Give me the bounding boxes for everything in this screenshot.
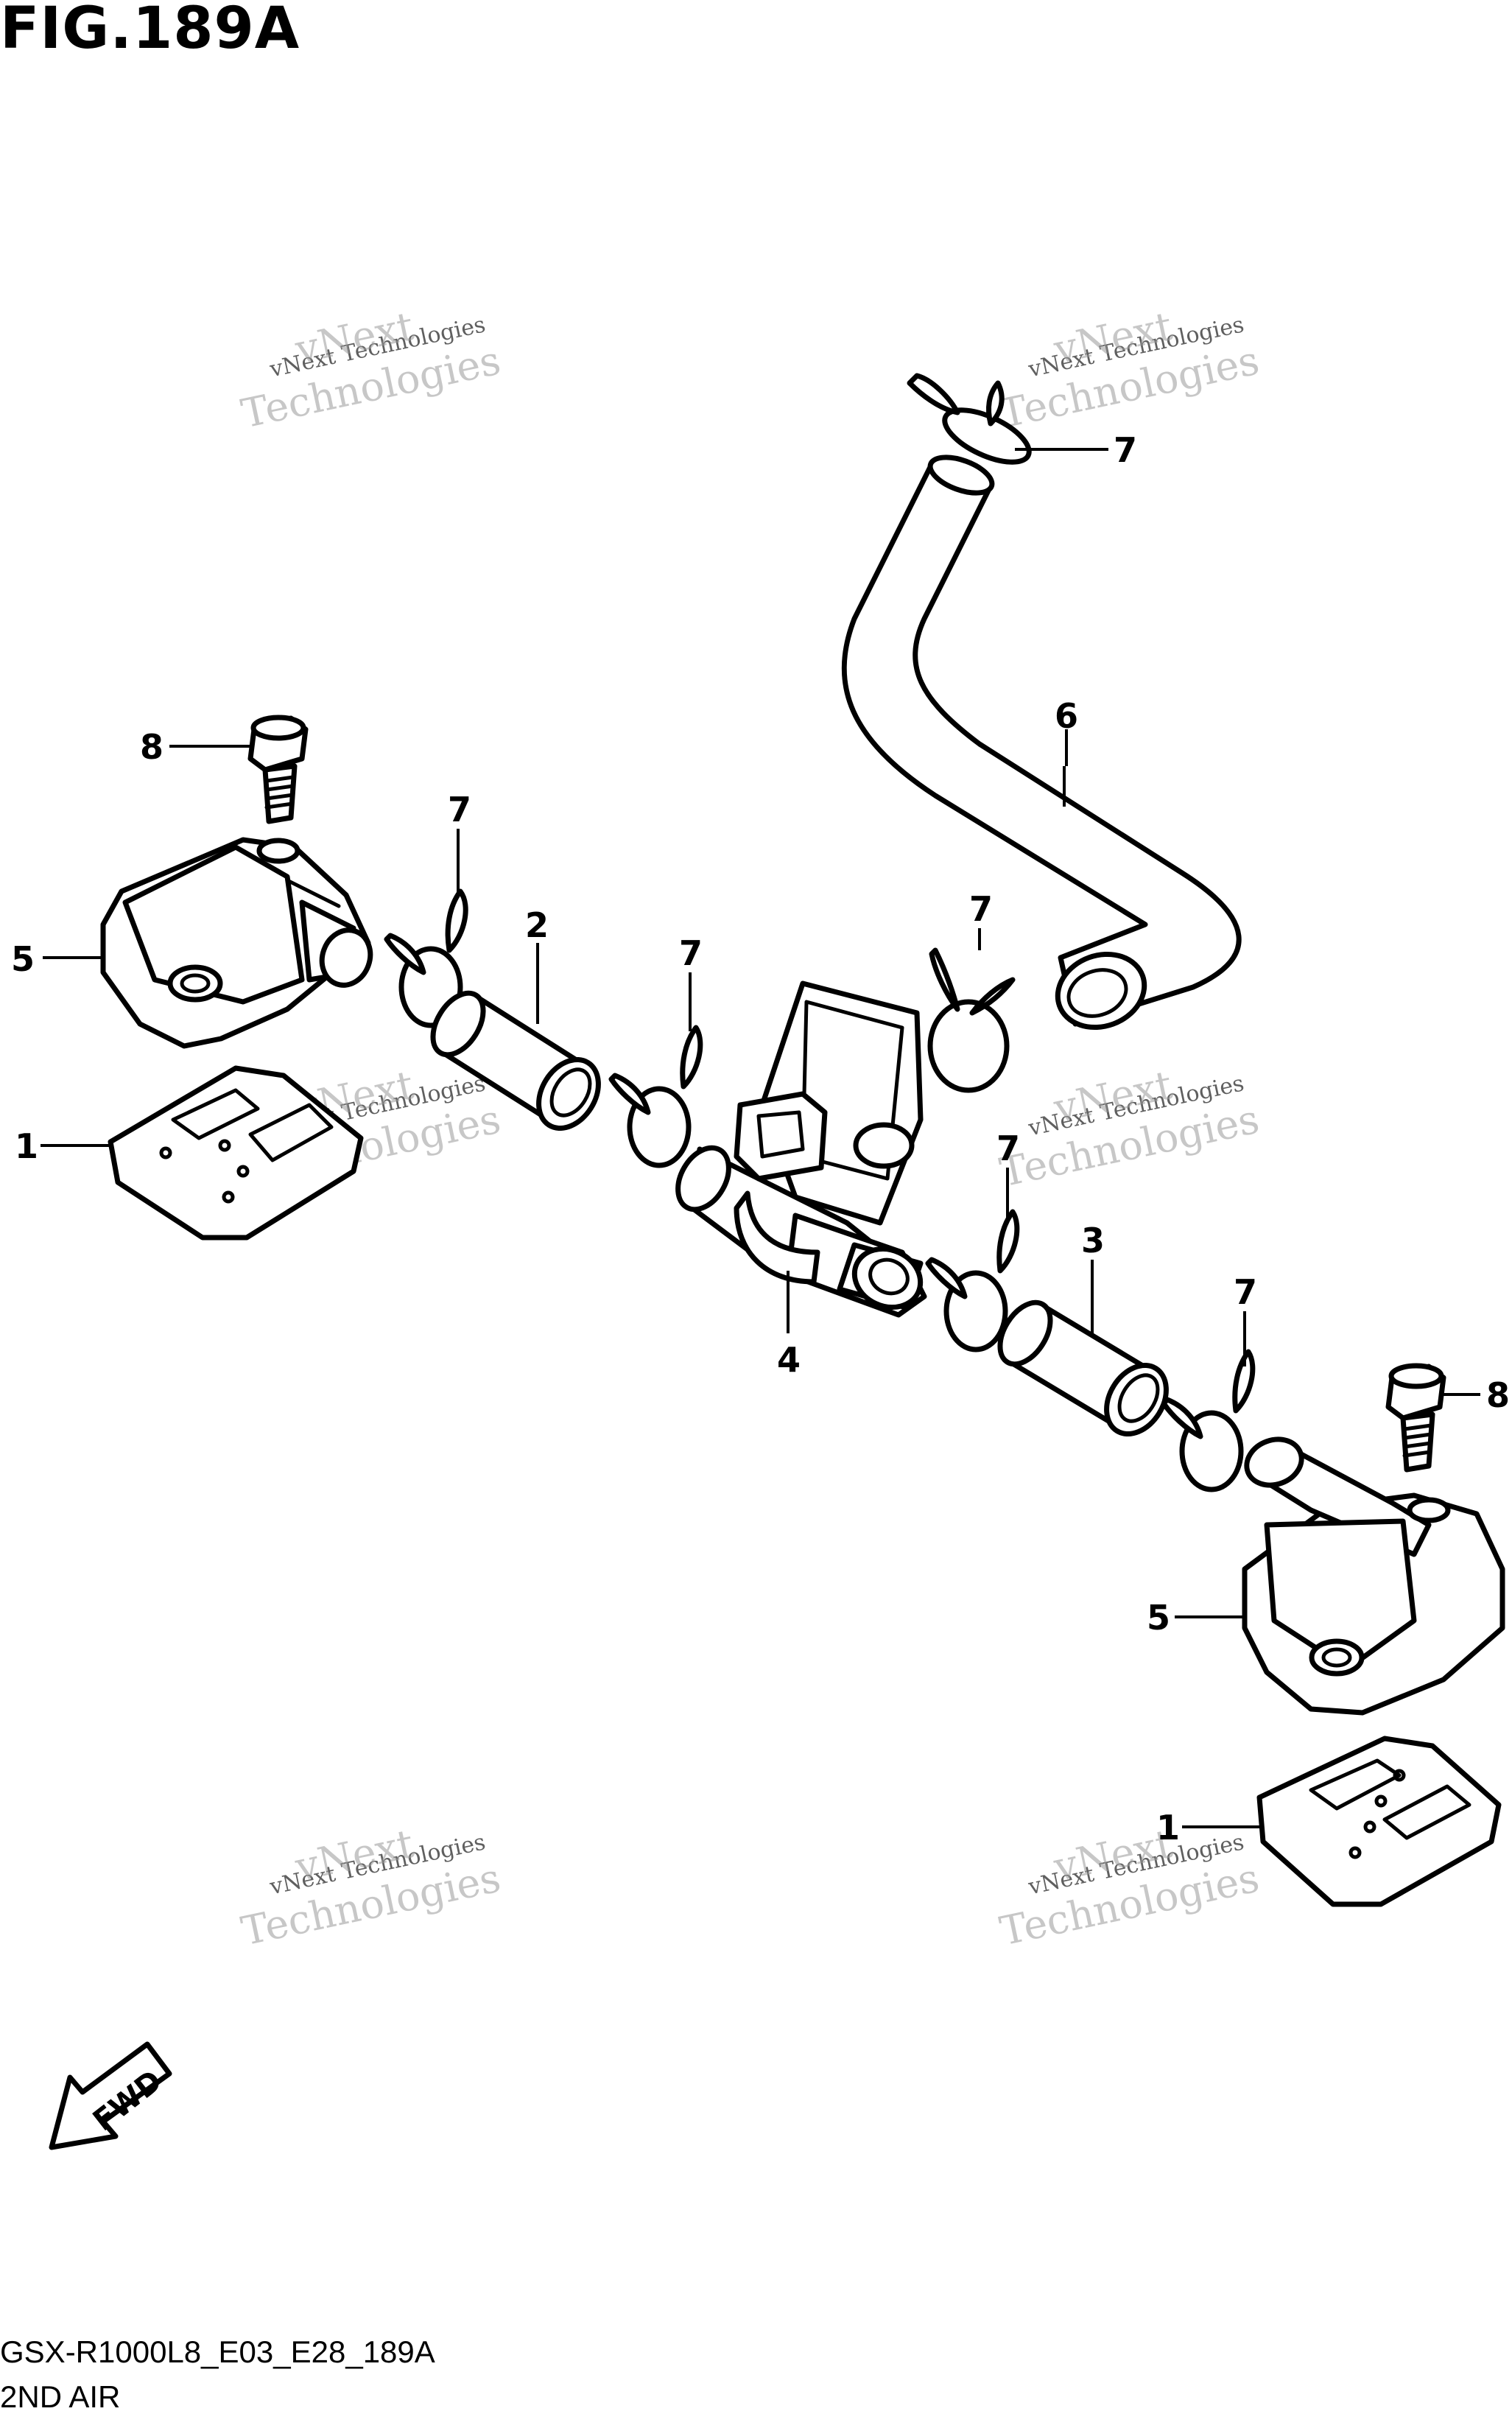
callout-3: 3 <box>1081 1221 1105 1260</box>
part-7-clamp <box>927 947 1016 1093</box>
callout-7: 7 <box>679 933 703 973</box>
watermark-bottom-left: vNext Technologies vNext Technologies <box>237 1820 504 1955</box>
part-1-gasket-right <box>1256 1736 1502 1907</box>
fwd-arrow-icon: FWD <box>49 2041 172 2150</box>
callout-5: 5 <box>11 939 35 979</box>
watermark-mid-right: vNext Technologies vNext Technologies <box>996 1062 1263 1196</box>
callout-8: 8 <box>1486 1375 1510 1415</box>
part-5-cover-left <box>100 837 373 1049</box>
callout-1: 1 <box>1156 1808 1180 1848</box>
part-4-valve <box>675 980 927 1318</box>
callout-8: 8 <box>140 727 163 767</box>
section-name: 2ND AIR <box>0 2379 121 2414</box>
part-7-clamp-top <box>907 373 1032 465</box>
callout-7: 7 <box>448 790 471 829</box>
callout-1: 1 <box>15 1126 38 1166</box>
watermark-top-right: vNext Technologies vNext Technologies <box>996 303 1263 438</box>
callout-7: 7 <box>1114 430 1137 470</box>
callouts: 8 5 1 7 2 7 4 7 6 7 7 3 7 8 5 1 <box>11 430 1510 1848</box>
callout-6: 6 <box>1055 696 1078 736</box>
part-5-cover-right <box>1242 1436 1505 1716</box>
part-7-clamp <box>925 1209 1020 1352</box>
callout-2: 2 <box>525 905 549 945</box>
part-8-bolt-left <box>247 715 309 824</box>
leader-lines <box>41 448 1480 1828</box>
model-code: GSX-R1000L8_E03_E28_189A <box>0 2334 435 2369</box>
callout-7: 7 <box>969 889 993 929</box>
part-7-clamp <box>608 1025 703 1168</box>
callout-4: 4 <box>777 1340 801 1380</box>
callout-7: 7 <box>996 1129 1020 1168</box>
part-8-bolt-right <box>1385 1363 1446 1473</box>
watermark-top-left: vNext Technologies vNext Technologies <box>237 303 504 438</box>
callout-7: 7 <box>1234 1272 1257 1312</box>
callout-5: 5 <box>1147 1598 1170 1638</box>
part-2-hose <box>430 990 601 1131</box>
part-6-hose <box>841 455 1242 1031</box>
part-3-hose <box>997 1299 1169 1436</box>
figure-title: FIG.189A <box>0 0 300 62</box>
part-7-clamp <box>1161 1349 1256 1492</box>
part-1-gasket-left <box>108 1065 364 1241</box>
